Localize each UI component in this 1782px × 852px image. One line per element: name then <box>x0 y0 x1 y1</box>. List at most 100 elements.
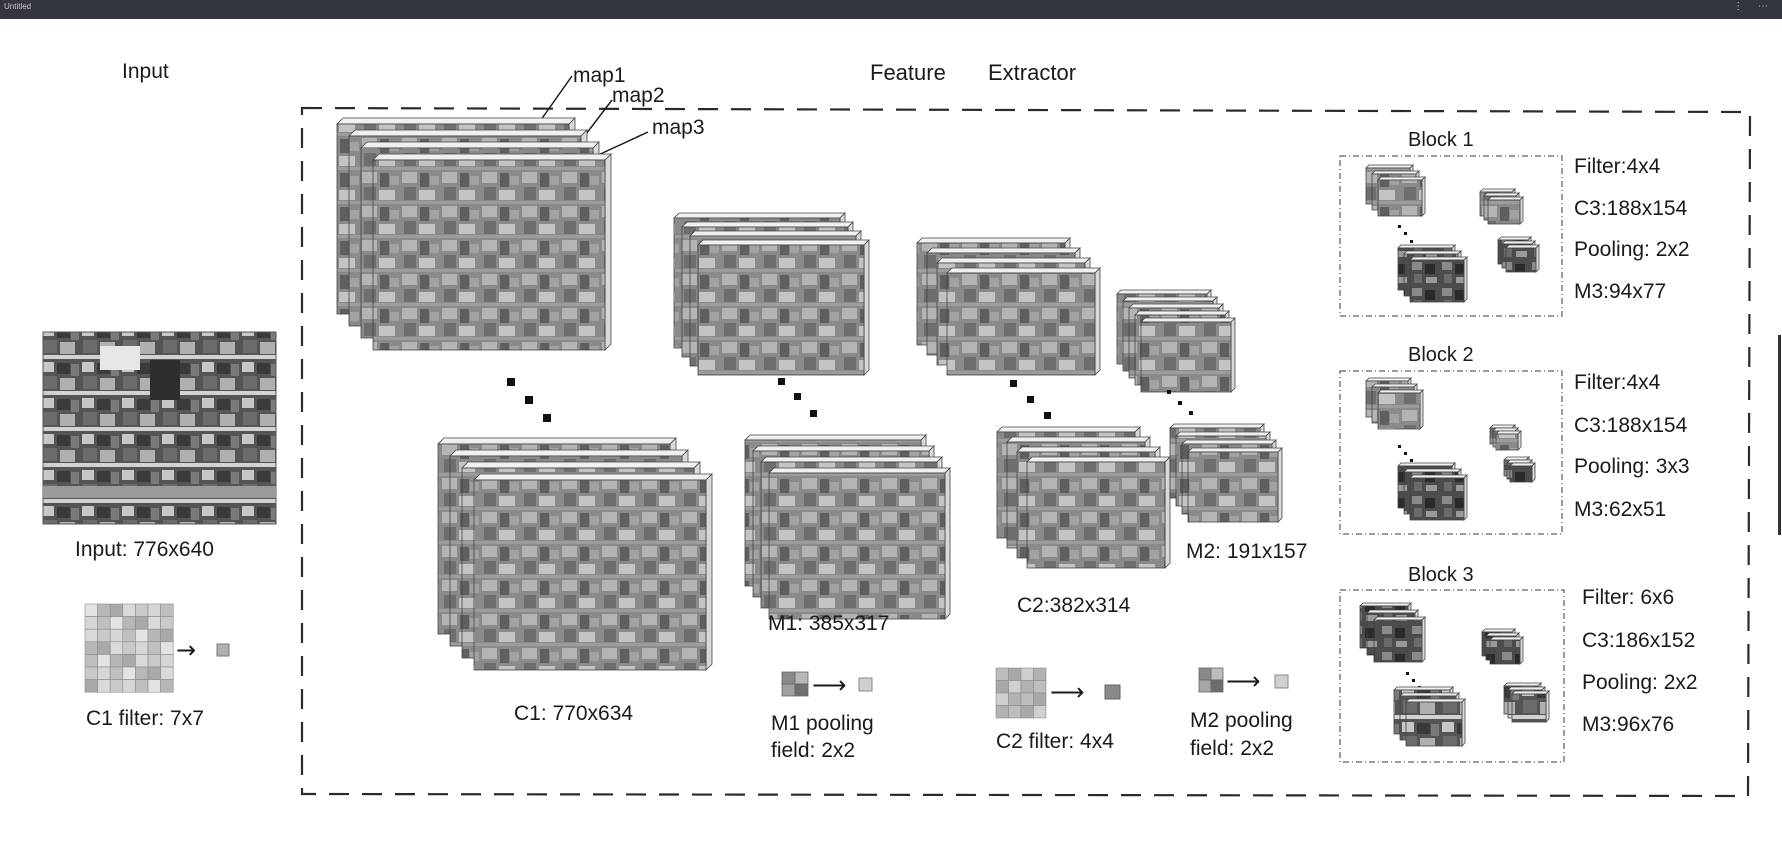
m1-ellipsis <box>778 378 817 417</box>
c1-filter-cell <box>147 603 161 617</box>
c2-stack-bottom <box>996 426 1171 569</box>
c2-ellipsis-dot-3 <box>1044 412 1051 419</box>
c1-filter-cell <box>122 654 136 668</box>
extractor-heading: Extractor <box>988 60 1076 85</box>
c1-filter-cell <box>109 654 124 668</box>
c1-filter-cell <box>122 679 136 693</box>
c2-stack-top-map-4 <box>946 267 1101 376</box>
c1-filter-cell <box>135 616 149 630</box>
c1-filter-cell <box>122 641 136 655</box>
m1-pooling-arrow-icon: ⟶ <box>812 671 846 699</box>
c1-filter-cell <box>147 616 161 630</box>
scrollbar-thumb[interactable] <box>1778 335 1781 535</box>
c1-filter-cell <box>109 641 124 655</box>
m1-stack-bottom <box>744 434 951 620</box>
block-2-frame <box>1339 370 1563 535</box>
c2-filter-label: C2 filter: 4x4 <box>996 730 1114 753</box>
block-1-pool-bottom-map-3 <box>1505 244 1540 273</box>
block-3: Block 3 Filter: 6x6 C3:186x152 Pooling: … <box>1339 564 1698 763</box>
title-bar: Untitled ⋮ ⋯ <box>0 0 1782 19</box>
block-1-frame <box>1339 155 1563 317</box>
m2-pooling-label-line2: field: 2x2 <box>1190 737 1274 760</box>
m2-stack-top-map-5 <box>1140 317 1236 393</box>
m2-ellipsis-dot-1 <box>1167 390 1171 394</box>
c1-filter-cell <box>97 641 111 655</box>
block-2-filter: Filter:4x4 <box>1574 371 1661 394</box>
c1-filter-cell <box>109 679 124 693</box>
m1-ellipsis-dot-1 <box>778 378 785 385</box>
c1-filter-cell <box>84 654 98 668</box>
block-1-pooling: Pooling: 2x2 <box>1574 238 1690 261</box>
block-1-c3: C3:188x154 <box>1574 197 1688 220</box>
c2-filter-cell <box>995 705 1009 719</box>
block-1-conv-dots <box>1398 225 1413 243</box>
m2-stack-bottom-map-4 <box>1187 447 1283 523</box>
m1-stack-top <box>673 212 870 376</box>
c2-filter-cell <box>995 667 1009 681</box>
c1-filter-cell <box>84 616 98 630</box>
c1-filter-grid <box>84 603 174 693</box>
window-title: Untitled <box>4 2 32 11</box>
c2-filter-cell <box>1008 680 1022 694</box>
c1-filter-output-cell <box>216 643 230 657</box>
m1-pooling-grid <box>781 671 809 697</box>
block-1-conv-bottom <box>1397 244 1468 303</box>
block-3-conv-top <box>1359 602 1426 663</box>
c1-filter-cell <box>160 616 174 630</box>
c1-filter-cell <box>84 641 98 655</box>
block-2: Block 2 Filter:4x4 C3:188x154 Pooling: 3… <box>1339 344 1690 535</box>
block-2-m3: M3:62x51 <box>1574 498 1666 521</box>
c2-filter-arrow-icon: ⟶ <box>1050 678 1084 706</box>
c2-filter-grid <box>995 667 1047 719</box>
input-size-label: Input: 776x640 <box>75 538 214 561</box>
m1-stack-top-map-4 <box>697 239 870 376</box>
c2-filter-cell <box>995 692 1009 706</box>
m2-pooling-output-cell <box>1274 674 1289 689</box>
c2-filter-cell <box>1008 705 1022 719</box>
c2-filter-cell <box>1020 680 1034 694</box>
window-controls-icon[interactable]: ⋮ ⋯ <box>1733 1 1774 12</box>
block-3-m3: M3:96x76 <box>1582 713 1674 736</box>
c1-filter-cell <box>135 666 149 680</box>
c1-filter-arrow-icon: → <box>176 636 196 664</box>
m2-ellipsis-dot-3 <box>1189 411 1193 415</box>
block-1: Block 1 Filter:4x4 C3:188x154 Pooling: 2… <box>1339 129 1690 317</box>
block-1-conv-top-map-3 <box>1377 176 1426 217</box>
block-2-c3: C3:188x154 <box>1574 414 1688 437</box>
c1-filter-cell <box>97 603 111 617</box>
block-2-title: Block 2 <box>1408 344 1474 366</box>
block-3-pooling: Pooling: 2x2 <box>1582 671 1698 694</box>
c1-filter-cell <box>122 603 136 617</box>
c1-filter-cell <box>147 666 161 680</box>
c2-filter-cell <box>1033 692 1047 706</box>
c1-filter-cell <box>135 679 149 693</box>
c1-stack-top <box>336 117 612 351</box>
block-2-pool-top-map-3 <box>1495 430 1522 451</box>
block-2-conv-top-map-3 <box>1377 389 1424 430</box>
feature-heading: Feature <box>870 60 946 85</box>
c1-size-label: C1: 770x634 <box>514 702 633 725</box>
block-2-pool-top <box>1489 424 1522 451</box>
block-1-conv-top <box>1365 164 1426 217</box>
block-1-pool-top-map-3 <box>1487 196 1524 225</box>
c1-filter-cell <box>109 628 124 643</box>
c2-filter-cell <box>1020 692 1034 706</box>
c2-ellipsis-dot-1 <box>1010 380 1017 387</box>
block-2-conv-dots <box>1398 445 1413 462</box>
c2-filter-cell <box>1033 705 1047 719</box>
c1-filter-cell <box>147 679 161 693</box>
c1-filter-cell <box>147 654 161 668</box>
c1-filter-cell <box>160 641 174 655</box>
c2-filter-cell <box>995 680 1009 694</box>
input-image <box>42 331 277 525</box>
block-3-filter: Filter: 6x6 <box>1582 586 1674 609</box>
input-heading: Input <box>122 60 169 83</box>
c2-filter-cell <box>1008 692 1022 706</box>
block-3-pool-top <box>1481 628 1524 665</box>
c1-filter-cell <box>97 666 111 680</box>
c1-filter-cell <box>160 603 174 617</box>
c1-filter-cell <box>135 628 149 643</box>
block-1-title: Block 1 <box>1408 129 1474 151</box>
c1-filter-cell <box>160 679 174 693</box>
